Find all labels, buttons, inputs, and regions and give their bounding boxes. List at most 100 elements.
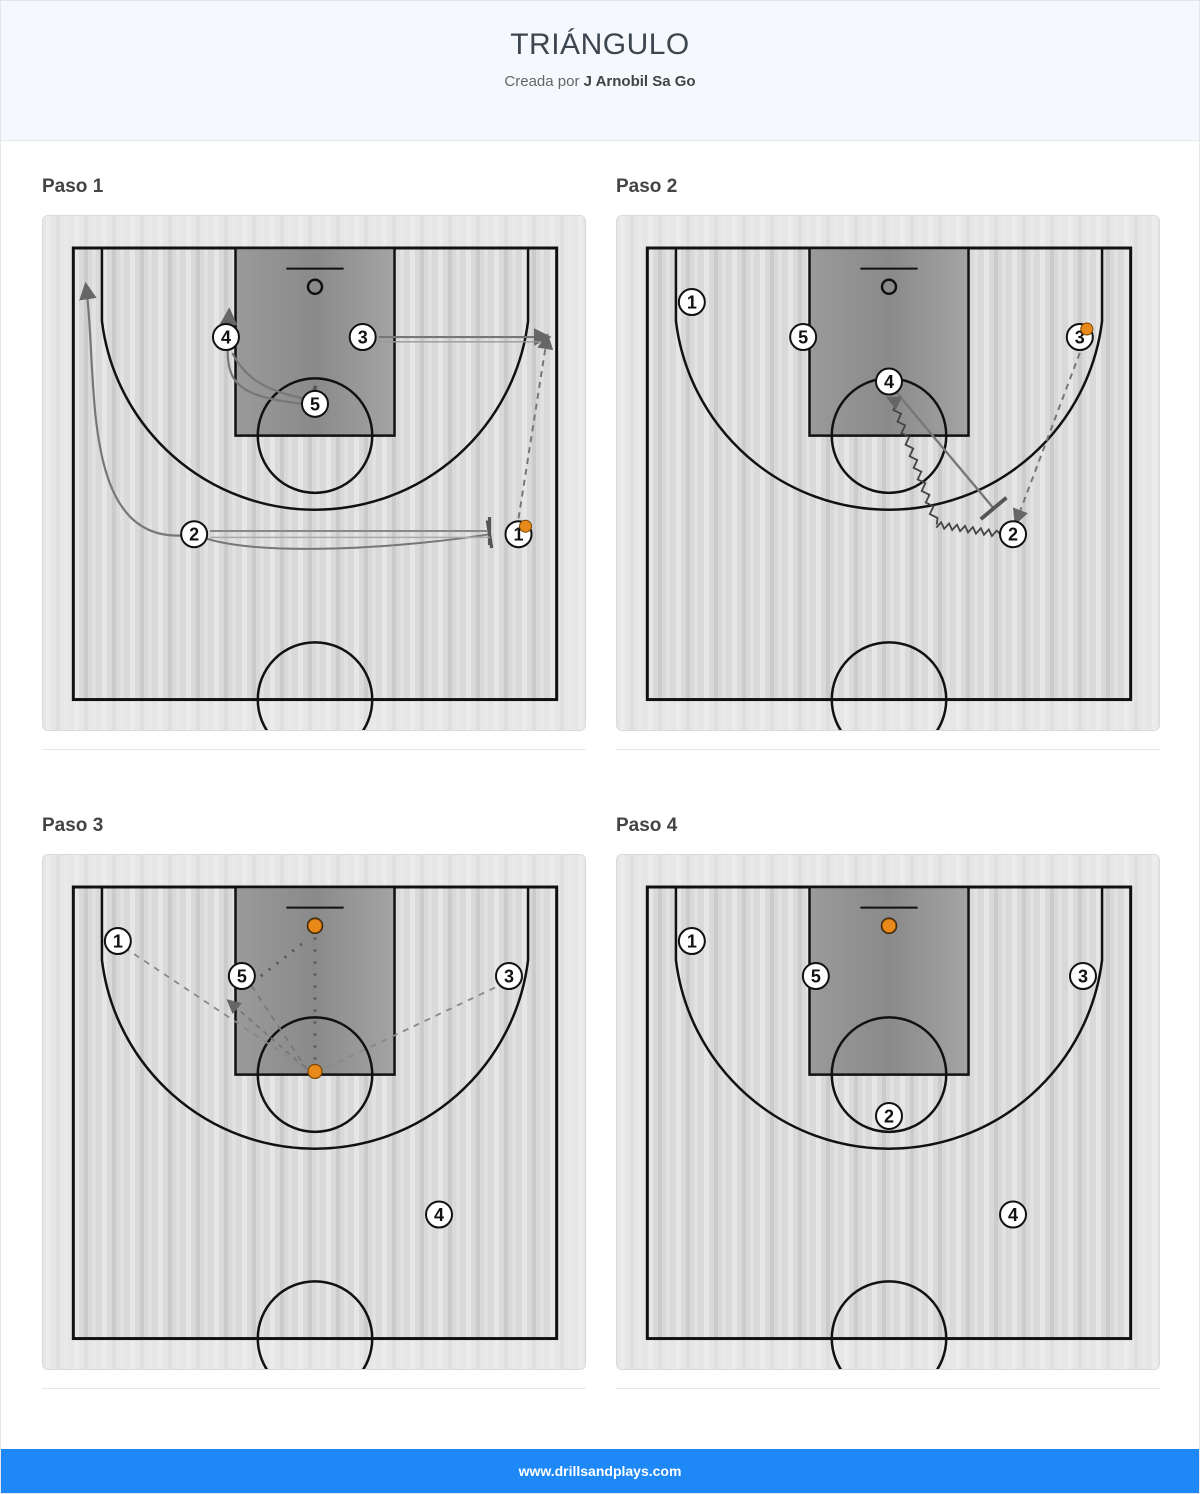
player-marker: 2 [180,520,209,549]
dribble-line [935,520,1001,538]
player-marker: 5 [789,323,818,352]
player-circle [999,1200,1028,1229]
ball-icon [881,918,897,934]
player-circle [348,323,377,352]
ball-icon [307,918,323,934]
three-point-line [100,887,530,1150]
player-marker: 2 [875,1101,903,1130]
player-marker: 3 [1068,962,1097,991]
hoop [306,278,324,296]
player-marker: 4 [425,1200,454,1229]
player-number: 4 [434,1205,444,1225]
player-marker: 4 [211,323,240,352]
player-marker: 1 [103,927,132,956]
step-title: Paso 2 [616,176,678,197]
player-number: 5 [310,394,320,414]
pass-line [250,985,308,1070]
divider [616,749,1160,750]
court-diagram: 4 3 5 2 1 [42,215,586,731]
screen-line [193,520,494,550]
court-diagram: 1 5 3 2 4 [616,854,1160,1370]
author-line: Creada por J Arnobil Sa Go [1,73,1199,90]
footer-link[interactable]: www.drillsandplays.com [1,1449,1199,1493]
player-number: 4 [1008,1205,1018,1225]
player-marker: 4 [999,1200,1028,1229]
player-circle [1068,962,1097,991]
player-circle [677,927,706,956]
pass-line [123,946,308,1071]
player-number: 5 [798,328,808,348]
three-point-line [674,248,1104,511]
player-marker: 3 [348,323,377,352]
player-number: 1 [687,932,697,952]
player-circle [801,962,830,991]
three-point-line [674,887,1104,1150]
free-throw-circle [830,1016,948,1134]
player-number: 1 [113,932,123,952]
player-number: 3 [504,967,514,987]
player-number: 2 [1008,525,1018,545]
cut-line [79,281,195,537]
player-marker: 3 [494,962,523,991]
court-svg: 4 3 5 2 1 [43,216,585,730]
pass-line [517,333,554,519]
player-number: 2 [884,1106,894,1126]
created-by-label: Creada por [504,73,580,90]
author-name: J Arnobil Sa Go [583,73,696,90]
player-number: 4 [221,328,231,348]
center-circle [256,641,374,730]
ball-icon [1080,322,1094,336]
player-circle [875,367,903,396]
court-svg: 1 5 3 2 4 [617,855,1159,1369]
pass-line [322,981,507,1071]
player-marker: 1 [677,927,706,956]
player-number: 1 [514,525,524,545]
player-marker: 5 [227,962,256,991]
player-marker: 1 [677,288,706,317]
player-circle [494,962,523,991]
step-title: Paso 3 [42,815,104,836]
player-number: 1 [687,293,697,313]
cut-line [226,999,306,1069]
paint-area [808,885,970,1076]
hoop [880,278,898,296]
player-number: 5 [237,967,247,987]
player-marker: 1 [504,519,533,549]
screen-line [894,390,1008,521]
divider [616,1388,1160,1389]
player-circle [789,323,818,352]
dribble-line [886,396,939,525]
divider [42,749,586,750]
ball-icon [519,519,533,533]
free-throw-circle [256,377,374,495]
player-circle [180,520,209,549]
page-header: TRIÁNGULO Creada por J Arnobil Sa Go [1,1,1199,141]
player-marker: 3 [1065,322,1094,352]
player-number: 2 [189,525,199,545]
step-title: Paso 1 [42,176,104,197]
center-circle [256,1280,374,1369]
center-circle [830,641,948,730]
player-marker: 2 [999,520,1028,549]
divider [42,1388,586,1389]
player-number: 3 [1075,328,1085,348]
player-marker: 5 [801,962,830,991]
page-title: TRIÁNGULO [510,28,690,61]
step-title: Paso 4 [616,815,678,836]
player-circle [211,323,240,352]
player-circle [301,389,329,418]
player-circle [999,520,1028,549]
player-circle [103,927,132,956]
player-circle [677,288,706,317]
center-circle [830,1280,948,1369]
ball-icon [307,1063,323,1080]
player-number: 5 [811,967,821,987]
step-1: Paso 1 4 3 5 2 1 [42,175,586,731]
player-circle [875,1101,903,1130]
